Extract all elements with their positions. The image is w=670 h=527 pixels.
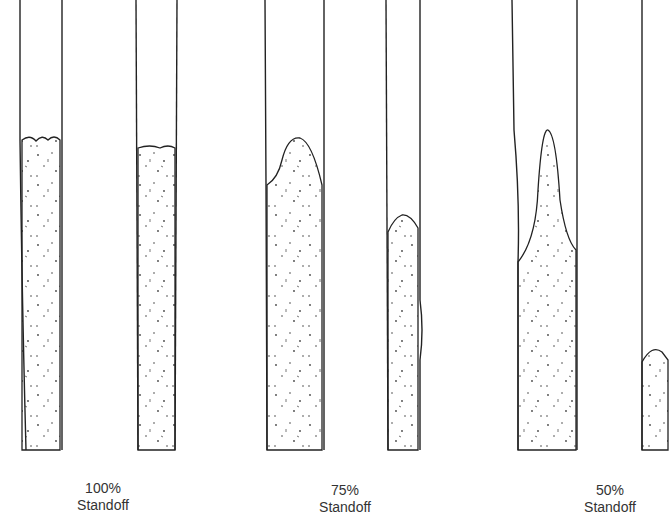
standoff-label: 75% Standoff xyxy=(308,482,382,516)
cement-fill xyxy=(22,130,668,450)
standoff-label: 100% Standoff xyxy=(66,480,140,514)
standoff-label: 50% Standoff xyxy=(573,482,647,516)
borehole-walls xyxy=(20,0,642,450)
